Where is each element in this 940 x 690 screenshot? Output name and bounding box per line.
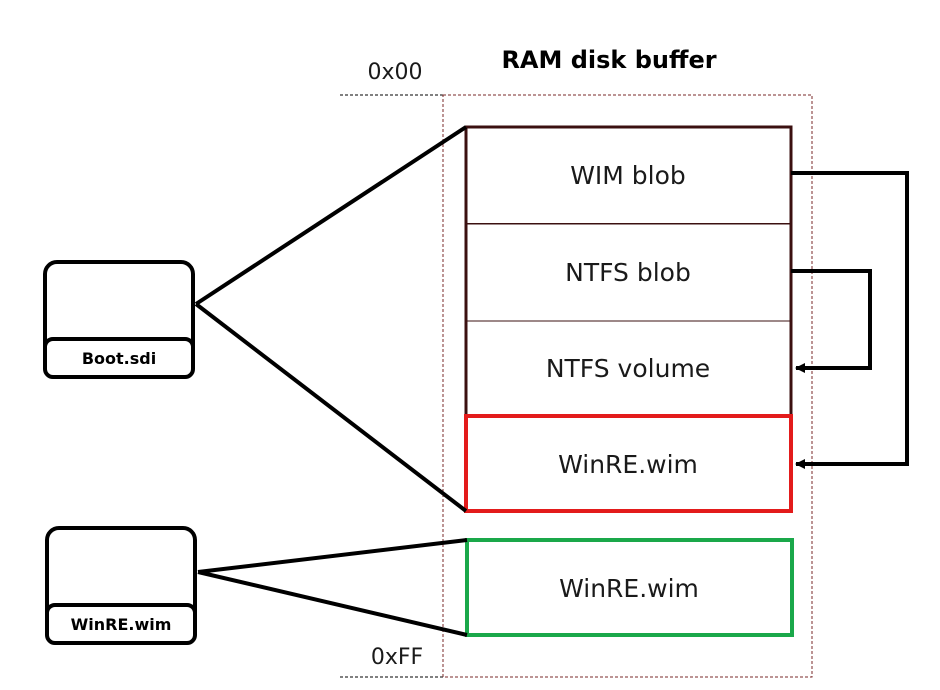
file-icon-boot-sdi: Boot.sdi — [43, 260, 195, 379]
connector-winre-wim — [197, 538, 468, 637]
arrow-wim-blob-to-winre — [791, 171, 909, 469]
buffer-block-ntfs-blob — [465, 223, 792, 322]
buffer-block-ntfs-volume — [465, 320, 792, 417]
buffer-block-wim-blob — [465, 126, 792, 225]
file-icon-winre-wim: WinRE.wim — [45, 526, 197, 645]
address-start-label: 0x00 — [367, 60, 422, 85]
buffer-block-label: WinRE.wim — [558, 450, 698, 479]
buffer-block-label: WIM blob — [570, 161, 686, 190]
ram-disk-buffer-outline — [442, 94, 813, 678]
extra-block-winre-wim — [465, 538, 794, 637]
file-label-boot-sdi: Boot.sdi — [82, 349, 156, 368]
buffer-block-label: NTFS volume — [546, 354, 710, 383]
buffer-block-label: NTFS blob — [565, 258, 691, 287]
extra-block-label: WinRE.wim — [559, 574, 699, 603]
arrow-ntfs-blob-to-volume — [791, 269, 872, 373]
buffer-block-winre-wim — [464, 414, 793, 513]
buffer-column: WIM blob NTFS blob NTFS volume WinRE.wim — [464, 125, 793, 513]
connector-boot-sdi — [194, 125, 468, 513]
file-label-winre-wim: WinRE.wim — [71, 615, 172, 634]
diagram-title: RAM disk buffer — [501, 46, 716, 74]
address-end-label: 0xFF — [371, 645, 423, 670]
